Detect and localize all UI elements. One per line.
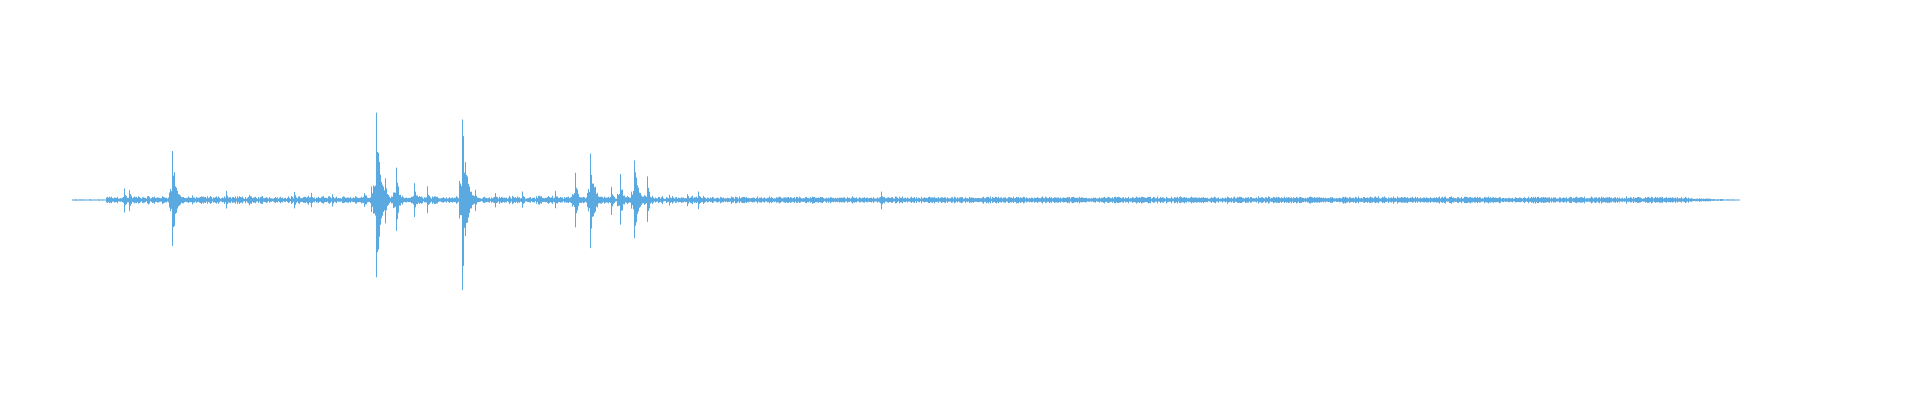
waveform-plot-area [72, 112, 1740, 290]
